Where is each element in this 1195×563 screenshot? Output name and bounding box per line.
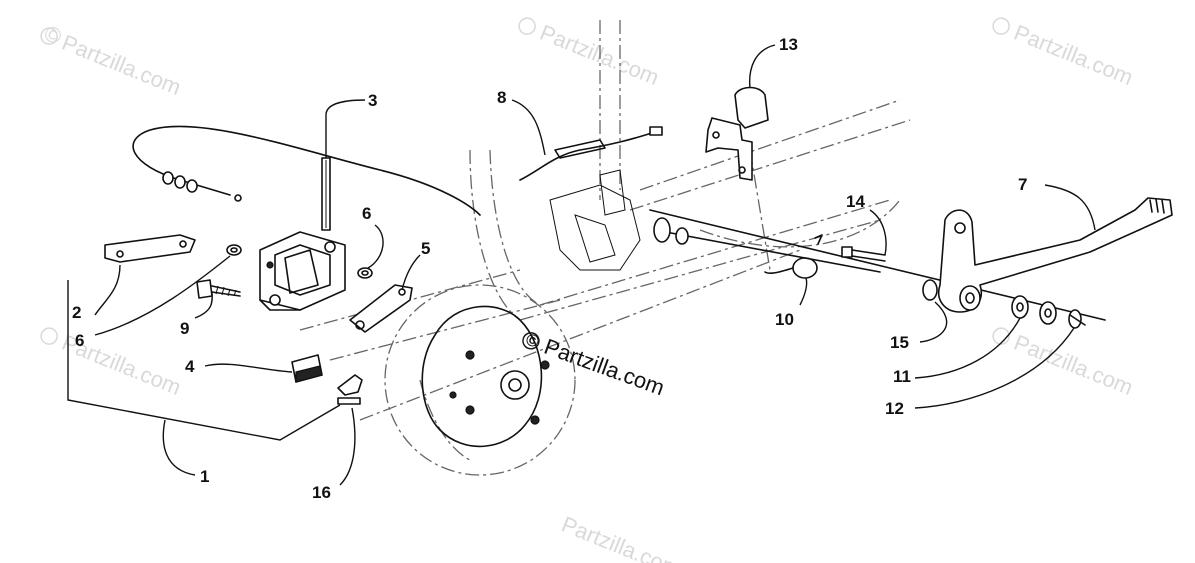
callout-4: 4 [185, 357, 293, 376]
svg-text:3: 3 [368, 91, 377, 110]
svg-text:15: 15 [890, 333, 909, 352]
svg-text:Partzilla.com: Partzilla.com [1011, 20, 1137, 90]
watermark-bottom-center: Partzilla.com [558, 511, 684, 563]
pad-clip [337, 374, 363, 405]
callout-7: 7 [1018, 175, 1096, 231]
callout-5: 5 [401, 239, 430, 291]
pivot-shaft [649, 209, 1106, 321]
svg-text:Partzilla.com: Partzilla.com [541, 334, 668, 401]
washer-15 [922, 279, 938, 301]
svg-text:14: 14 [846, 192, 865, 211]
svg-text:1: 1 [200, 467, 209, 486]
callout-12: 12 [885, 327, 1075, 418]
brake-disc [384, 284, 576, 476]
svg-text:2: 2 [72, 303, 81, 322]
callout-6-left: 6 [75, 255, 231, 350]
callout-11: 11 [893, 317, 1021, 386]
svg-text:12: 12 [885, 399, 904, 418]
washer-6-right [357, 267, 373, 279]
svg-text:Partzilla.com: Partzilla.com [59, 30, 185, 100]
watermark-top-left: © Partzilla.com [40, 20, 185, 100]
watermark-top-right: Partzilla.com [992, 17, 1137, 90]
svg-text:6: 6 [362, 204, 371, 223]
watermark-mid-right: Partzilla.com [992, 327, 1137, 400]
pedal-stop-bracket [705, 86, 769, 181]
callout-1: 1 [67, 280, 341, 486]
svg-text:7: 7 [1018, 175, 1027, 194]
callout-10: 10 [775, 277, 808, 329]
svg-text:4: 4 [185, 357, 195, 376]
svg-text:16: 16 [312, 483, 331, 502]
cotter-pin-12 [1068, 309, 1086, 329]
svg-text:5: 5 [421, 239, 430, 258]
svg-text:Partzilla.com: Partzilla.com [1011, 330, 1137, 400]
svg-text:Partzilla.com: Partzilla.com [558, 511, 684, 563]
brake-caliper [259, 231, 346, 311]
callout-8: 8 [497, 88, 546, 156]
frame-outline [299, 20, 911, 461]
svg-text:6: 6 [75, 331, 84, 350]
washer-11 [1011, 295, 1057, 325]
return-spring [764, 234, 823, 279]
caliper-bracket [104, 234, 196, 263]
washer-6-left [226, 244, 242, 256]
brake-cable [132, 125, 663, 216]
callout-15: 15 [890, 301, 948, 352]
brake-pad [291, 354, 323, 383]
watermark-mid-left: Partzilla.com [40, 327, 185, 400]
svg-text:13: 13 [779, 35, 798, 54]
swingarm-bracket [549, 169, 641, 271]
pedal-bolt [841, 246, 886, 262]
caliper-bolt [196, 279, 241, 299]
svg-text:9: 9 [180, 319, 189, 338]
caliper-pin [321, 157, 331, 231]
callout-16: 16 [312, 407, 356, 502]
callout-14: 14 [846, 192, 887, 256]
brake-pedal [938, 197, 1173, 313]
svg-text:8: 8 [497, 88, 506, 107]
callout-9: 9 [180, 291, 213, 338]
callout-3: 3 [325, 91, 377, 158]
callout-13: 13 [748, 35, 798, 89]
callout-2: 2 [72, 264, 121, 322]
watermark-top-center: Partzilla.com [518, 17, 663, 90]
callout-6-right: 6 [362, 204, 384, 269]
svg-text:10: 10 [775, 310, 794, 329]
brake-arm-lever [349, 284, 413, 333]
svg-text:11: 11 [893, 367, 911, 386]
